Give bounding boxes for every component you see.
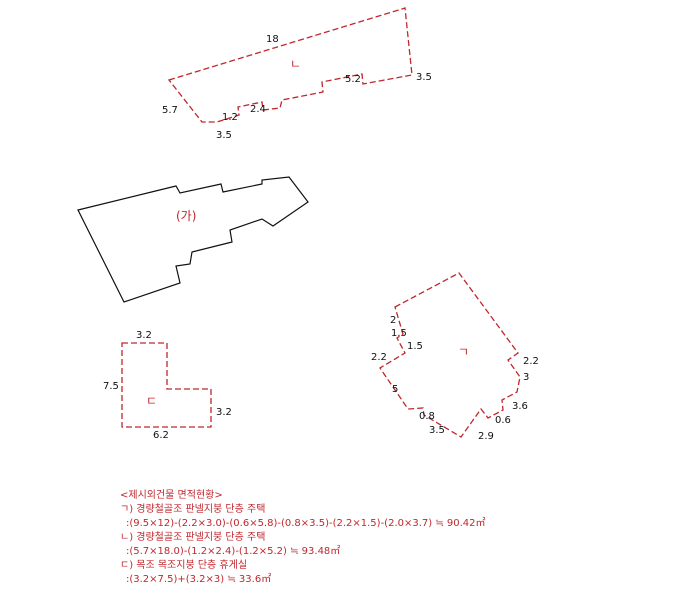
dim-g-step2: 1.5 — [407, 341, 423, 352]
building-g: ㄱ 2 1.5 1.5 2.2 5 0.8 3.5 0.6 2.9 3.6 3 … — [371, 272, 539, 442]
dim-n-step-small: 1.2 — [222, 112, 238, 123]
building-d-outline — [121, 342, 212, 428]
dim-g-left: 5 — [392, 384, 398, 395]
building-n: ㄴ 18 3.5 5.2 5.7 2.4 1.2 3.5 — [162, 7, 432, 141]
dim-d-right: 3.2 — [216, 407, 232, 418]
building-d-label: ㄷ — [146, 394, 157, 408]
dim-n-step-mid: 2.4 — [250, 104, 266, 115]
notes-line-2: :(9.5×12)-(2.2×3.0)-(0.6×5.8)-(0.8×3.5)-… — [126, 517, 486, 529]
dim-n-bottom: 3.5 — [216, 130, 232, 141]
dim-g-top-left: 2 — [390, 315, 396, 326]
notes-heading: <제시외건물 면적현황> — [120, 489, 223, 501]
dim-g-bottom-step: 0.8 — [419, 411, 435, 422]
dim-d-bottom: 6.2 — [153, 430, 169, 441]
building-g-label: ㄱ — [458, 345, 469, 359]
area-notes: <제시외건물 면적현황> ㄱ) 경량철골조 판넬지붕 단층 주택 :(9.5×1… — [120, 489, 486, 585]
dim-g-right-mid: 3 — [523, 372, 529, 383]
dim-g-step1: 1.5 — [391, 328, 407, 339]
notes-line-5: ㄷ) 목조 목조지붕 단층 휴게실 — [120, 559, 247, 571]
building-n-label: ㄴ — [290, 57, 301, 71]
dim-g-right-lower: 3.6 — [512, 401, 528, 412]
dim-d-top: 3.2 — [136, 330, 152, 341]
notes-line-4: :(5.7×18.0)-(1.2×2.4)-(1.2×5.2) ≒ 93.48㎡ — [126, 545, 340, 557]
dim-n-left: 5.7 — [162, 105, 178, 116]
dim-n-right: 3.5 — [416, 72, 432, 83]
building-g-outline — [379, 272, 521, 438]
dim-d-left: 7.5 — [103, 381, 119, 392]
notes-line-3: ㄴ) 경량철골조 판넬지붕 단층 주택 — [120, 530, 265, 543]
dim-g-right-upper: 2.2 — [523, 356, 539, 367]
building-ga-outline — [77, 176, 309, 303]
dim-g-bottom-right: 2.9 — [478, 431, 494, 442]
notes-line-6: :(3.2×7.5)+(3.2×3) ≒ 33.6㎡ — [126, 573, 271, 585]
dim-g-left-step: 2.2 — [371, 352, 387, 363]
building-ga-label: (가) — [176, 209, 196, 223]
building-d: ㄷ 3.2 7.5 3.2 6.2 — [103, 330, 232, 441]
dim-n-top: 18 — [266, 34, 279, 45]
notes-line-1: ㄱ) 경량철골조 판넬지붕 단층 주택 — [120, 502, 265, 515]
dim-n-step-upper: 5.2 — [345, 74, 361, 85]
dim-g-bottom: 3.5 — [429, 425, 445, 436]
building-ga: (가) — [77, 176, 309, 303]
building-n-outline — [167, 7, 413, 123]
dim-g-bottom-right-step: 0.6 — [495, 415, 511, 426]
